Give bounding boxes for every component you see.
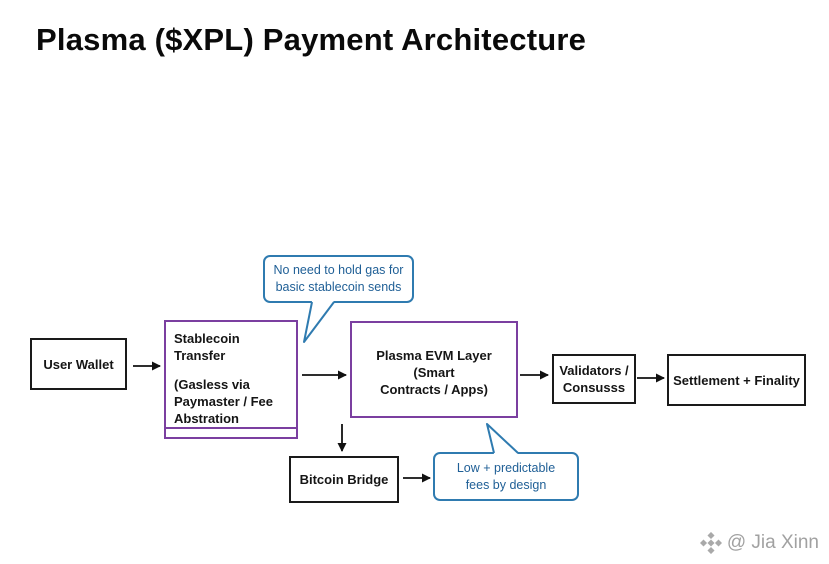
bitcoin-bridge-label: Bitcoin Bridge xyxy=(299,472,389,487)
stablecoin-transfer-divider xyxy=(166,427,296,429)
settlement-label: Settlement + Finality xyxy=(673,372,800,388)
stablecoin-transfer-detail-3: Abstration xyxy=(174,411,239,426)
settlement-node: Settlement + Finality xyxy=(667,354,806,406)
gas-callout: No need to hold gas for basic stablecoin… xyxy=(263,255,414,303)
plasma-evm-node: Plasma EVM Layer (Smart Contracts / Apps… xyxy=(350,321,518,418)
bitcoin-bridge-node: Bitcoin Bridge xyxy=(289,456,399,503)
gas-callout-line-1: No need to hold gas for xyxy=(273,263,404,277)
stablecoin-transfer-node: Stablecoin Transfer (Gasless via Paymast… xyxy=(164,320,298,439)
gas-callout-line-2: basic stablecoin sends xyxy=(275,280,402,294)
fees-callout-line-1: Low + predictable xyxy=(456,460,556,475)
watermark: @ Jia Xinn xyxy=(699,532,819,554)
validators-label: Validators / xyxy=(559,363,629,378)
watermark-text: @ Jia Xinn xyxy=(726,532,819,553)
binance-logo-icon xyxy=(699,532,722,554)
validators-node: Validators / Consusss xyxy=(552,354,636,404)
stablecoin-transfer-detail-2: Paymaster / Fee xyxy=(174,394,274,409)
validators-sublabel: Consusss xyxy=(562,380,626,395)
stablecoin-transfer-title: Stablecoin Transfer xyxy=(174,331,240,363)
stablecoin-transfer-detail-1: (Gasless via xyxy=(174,377,250,392)
plasma-evm-detail-1: (Smart xyxy=(413,365,455,380)
page-title: Plasma ($XPL) Payment Architecture xyxy=(36,22,587,57)
fees-callout-line-2: fees by design xyxy=(465,477,547,492)
plasma-evm-detail-2: Contracts / Apps) xyxy=(380,382,488,397)
user-wallet-label: User Wallet xyxy=(43,356,114,372)
user-wallet-node: User Wallet xyxy=(30,338,127,390)
plasma-evm-title: Plasma EVM Layer xyxy=(376,348,492,363)
